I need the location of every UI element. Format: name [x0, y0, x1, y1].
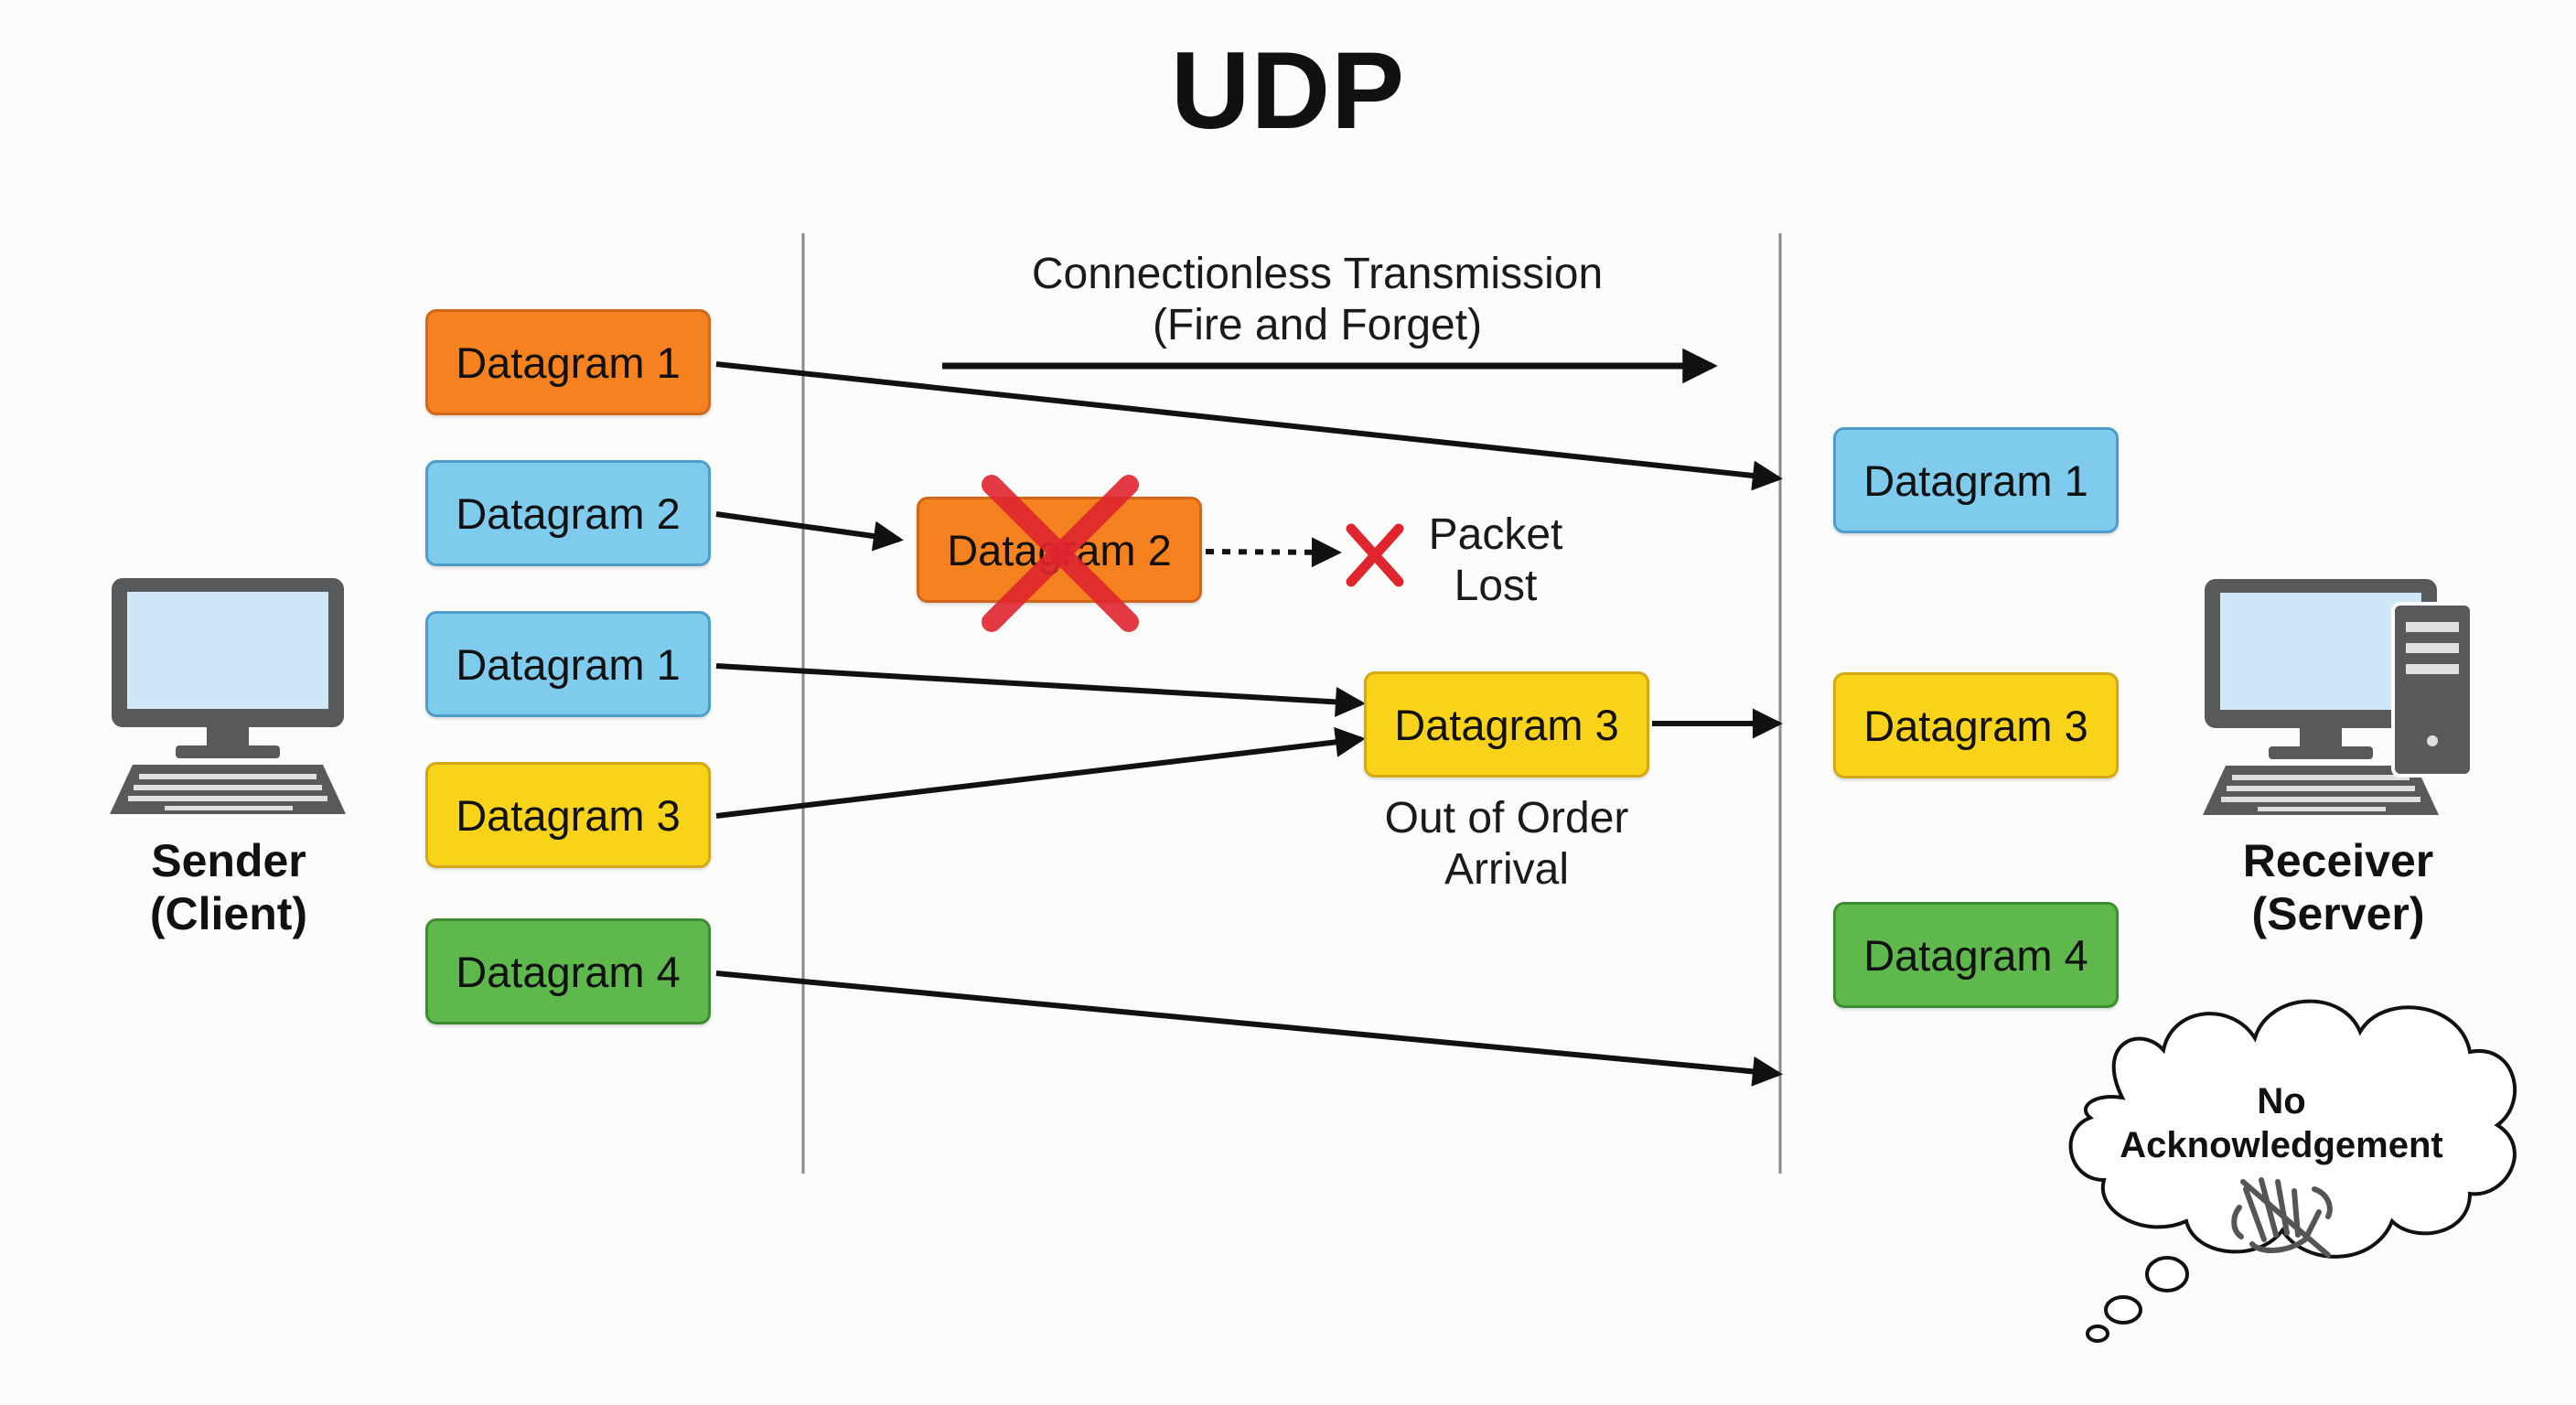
desktop-computer-icon — [110, 578, 346, 814]
sent-datagram-2: Datagram 2 — [425, 460, 711, 566]
desktop-tower-computer-icon — [2203, 579, 2474, 815]
sent-datagram-1-repeat: Datagram 1 — [425, 611, 711, 717]
page-title: UDP — [1170, 29, 1406, 152]
transmission-caption: Connectionless Transmission (Fire and Fo… — [1031, 250, 1604, 349]
red-x-icon — [1346, 523, 1404, 587]
out-of-order-caption: Out of Order Arrival — [1384, 794, 1629, 894]
sent-datagram-4: Datagram 4 — [425, 918, 711, 1024]
received-datagram-4: Datagram 4 — [1833, 902, 2119, 1008]
sent-datagram-3: Datagram 3 — [425, 762, 711, 868]
lost-cross-mark — [982, 475, 1139, 632]
receiver-label: Receiver (Server) — [2242, 835, 2434, 939]
arrow-datagram-2-to-lost — [715, 511, 904, 552]
sender-label: Sender (Client) — [149, 835, 308, 939]
in-transit-datagram-3: Datagram 3 — [1364, 671, 1649, 778]
arrow-datagram-1b-to-transit — [715, 663, 1366, 717]
received-datagram-3: Datagram 3 — [1833, 672, 2119, 778]
no-wave-hand-icon — [2231, 1177, 2333, 1258]
arrow-datagram-1-to-receiver — [715, 361, 1783, 491]
sent-datagram-1: Datagram 1 — [425, 309, 711, 415]
packet-lost-caption: Packet Lost — [1428, 510, 1563, 610]
thought-cloud-icon — [2068, 999, 2517, 1343]
received-datagram-1: Datagram 1 — [1833, 427, 2119, 533]
arrow-datagram-3-to-transit — [715, 726, 1366, 819]
arrow-datagram-4-to-receiver — [715, 971, 1783, 1087]
no-acknowledgement-text: No Acknowledgement — [2120, 1081, 2443, 1165]
